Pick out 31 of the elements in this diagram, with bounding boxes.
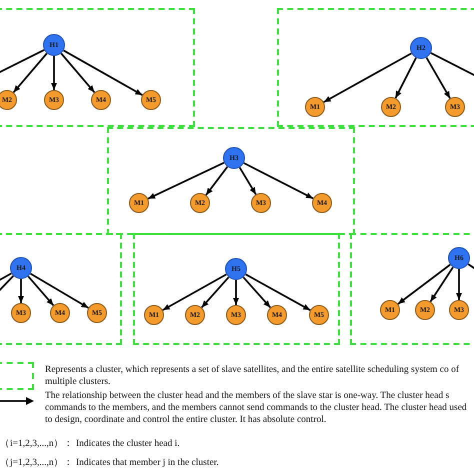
arrow bbox=[238, 166, 257, 195]
arrow bbox=[30, 272, 89, 309]
arrow bbox=[394, 57, 417, 98]
arrow bbox=[205, 166, 228, 196]
note-text: （i=1,2,3,...,n）： Indicates the cluster head i. bbox=[0, 438, 180, 450]
cluster-frame bbox=[0, 8, 195, 127]
arrow bbox=[63, 50, 143, 96]
arrow bbox=[162, 274, 227, 311]
legend-text: The relationship between the cluster head and the members of the slave star is one-way. The cluster head s commands to the members, and the members cannot send commands to the cluster head. The cluster head used to design, coordinate and control the entire cluster. It has absolute control. bbox=[45, 390, 468, 426]
arrow bbox=[245, 274, 311, 311]
arrow bbox=[18, 279, 24, 303]
arrow bbox=[456, 269, 462, 300]
cluster-frame bbox=[0, 233, 122, 345]
arrow bbox=[148, 162, 224, 200]
legend-text: Represents a cluster, which represents a set of slave satellites, and the entire satellite scheduling system co of multiple clusters. bbox=[45, 364, 460, 388]
cluster-frame bbox=[133, 233, 340, 345]
arrow bbox=[426, 57, 451, 99]
arrow bbox=[243, 162, 314, 200]
note-text: （j=1,2,3,...,n）： Indicates that member j in the cluster. bbox=[0, 457, 219, 469]
arrow bbox=[60, 52, 96, 93]
arrow bbox=[323, 52, 412, 103]
arrow bbox=[51, 56, 57, 90]
arrow bbox=[242, 276, 272, 308]
cluster-frame bbox=[277, 8, 474, 127]
arrow bbox=[12, 52, 48, 93]
cluster-frame bbox=[107, 127, 355, 235]
arrow bbox=[430, 266, 454, 302]
arrow bbox=[28, 276, 54, 306]
arrow bbox=[200, 276, 230, 308]
arrow bbox=[233, 280, 239, 305]
arrow bbox=[397, 264, 451, 305]
